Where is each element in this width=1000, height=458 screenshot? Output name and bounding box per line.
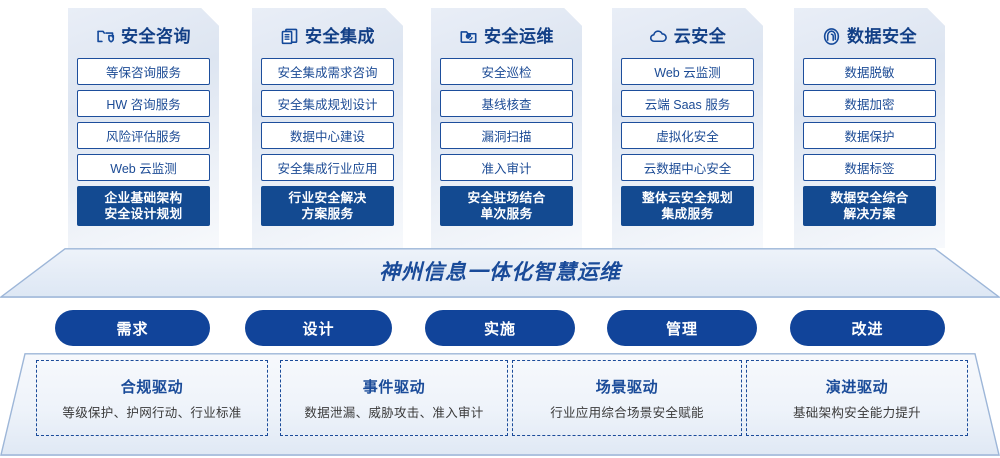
driver-box-4[interactable]: 演进驱动基础架构安全能力提升 xyxy=(746,360,968,436)
solution-badge-line: 集成服务 xyxy=(661,207,714,221)
driver-box-2[interactable]: 事件驱动数据泄漏、威胁攻击、准入审计 xyxy=(280,360,508,436)
column-solution-badge[interactable]: 行业安全解决方案服务 xyxy=(261,186,394,226)
drivers-trapezoid xyxy=(0,353,1000,456)
solution-badge-line: 单次服务 xyxy=(480,207,533,221)
driver-subtitle: 等级保护、护网行动、行业标准 xyxy=(62,405,242,420)
column-title: 安全咨询 xyxy=(121,26,191,46)
solution-badge-line: 整体云安全规划 xyxy=(642,191,733,205)
column-header: 数据安全 xyxy=(794,8,945,58)
column-title: 数据安全 xyxy=(847,26,917,46)
cloud-icon xyxy=(649,27,668,46)
service-item[interactable]: 数据中心建设 xyxy=(261,122,394,149)
service-item[interactable]: 风险评估服务 xyxy=(77,122,210,149)
service-item[interactable]: Web 云监测 xyxy=(621,58,754,85)
banner-title: 神州信息一体化智慧运维 xyxy=(379,261,621,284)
service-item[interactable]: 云数据中心安全 xyxy=(621,154,754,181)
driver-subtitle: 数据泄漏、威胁攻击、准入审计 xyxy=(304,405,484,420)
lifecycle-pill-4[interactable]: 管理 xyxy=(607,310,757,346)
column-item-list: 安全巡检基线核查漏洞扫描准入审计 xyxy=(431,58,582,181)
service-item[interactable]: 数据脱敏 xyxy=(803,58,936,85)
lifecycle-pill-5[interactable]: 改进 xyxy=(790,310,945,346)
column-solution-badge[interactable]: 安全驻场结合单次服务 xyxy=(440,186,573,226)
service-item[interactable]: 准入审计 xyxy=(440,154,573,181)
platform-banner: 神州信息一体化智慧运维 xyxy=(0,248,1000,298)
service-item[interactable]: 漏洞扫描 xyxy=(440,122,573,149)
lifecycle-pills: 需求设计实施管理改进 xyxy=(0,310,1000,348)
lifecycle-pill-1[interactable]: 需求 xyxy=(55,310,210,346)
solution-badge-line: 数据安全综合 xyxy=(830,191,909,205)
service-item[interactable]: 虚拟化安全 xyxy=(621,122,754,149)
service-item[interactable]: 云端 Saas 服务 xyxy=(621,90,754,117)
driver-title: 场景驱动 xyxy=(595,378,659,396)
solution-badge-line: 行业安全解决 xyxy=(288,191,367,205)
service-item[interactable]: 安全集成需求咨询 xyxy=(261,58,394,85)
column-item-list: Web 云监测云端 Saas 服务虚拟化安全云数据中心安全 xyxy=(612,58,763,181)
column-item-list: 等保咨询服务 HW 咨询服务风险评估服务 Web 云监测 xyxy=(68,58,219,181)
column-header: 安全咨询 xyxy=(68,8,219,58)
driver-box-3[interactable]: 场景驱动行业应用综合场景安全赋能 xyxy=(512,360,742,436)
solution-badge-line: 企业基础架构 xyxy=(104,191,183,205)
column-solution-badge[interactable]: 企业基础架构安全设计规划 xyxy=(77,186,210,226)
driver-title: 演进驱动 xyxy=(825,378,889,396)
service-item[interactable]: 安全集成规划设计 xyxy=(261,90,394,117)
driver-subtitle: 基础架构安全能力提升 xyxy=(792,405,921,420)
driver-box-1[interactable]: 合规驱动等级保护、护网行动、行业标准 xyxy=(36,360,268,436)
service-item[interactable]: 安全巡检 xyxy=(440,58,573,85)
driver-title: 事件驱动 xyxy=(362,378,426,396)
service-item[interactable]: 基线核查 xyxy=(440,90,573,117)
column-item-list: 安全集成需求咨询安全集成规划设计数据中心建设安全集成行业应用 xyxy=(252,58,403,181)
folder-shield-icon xyxy=(96,27,115,46)
column-title: 安全集成 xyxy=(305,26,375,46)
service-column-5: 数据安全数据脱敏数据加密数据保护数据标签数据安全综合解决方案 xyxy=(794,8,945,248)
column-solution-badge[interactable]: 数据安全综合解决方案 xyxy=(803,186,936,226)
service-item[interactable]: 等保咨询服务 xyxy=(77,58,210,85)
column-item-list: 数据脱敏数据加密数据保护数据标签 xyxy=(794,58,945,181)
drivers-section: 合规驱动等级保护、护网行动、行业标准事件驱动数据泄漏、威胁攻击、准入审计场景驱动… xyxy=(0,353,1000,456)
solution-badge-line: 安全驻场结合 xyxy=(467,191,546,205)
column-header: 云安全 xyxy=(612,8,763,58)
service-item[interactable]: HW 咨询服务 xyxy=(77,90,210,117)
service-item[interactable]: 数据加密 xyxy=(803,90,936,117)
lifecycle-pill-3[interactable]: 实施 xyxy=(425,310,575,346)
column-header: 安全运维 xyxy=(431,8,582,58)
solution-badge-line: 方案服务 xyxy=(301,207,354,221)
service-column-1: 安全咨询等保咨询服务 HW 咨询服务风险评估服务 Web 云监测企业基础架构安全设计… xyxy=(68,8,219,248)
drivers-outline xyxy=(0,353,1000,456)
service-item[interactable]: 数据标签 xyxy=(803,154,936,181)
column-solution-badge[interactable]: 整体云安全规划集成服务 xyxy=(621,186,754,226)
documents-stack-icon xyxy=(280,27,299,46)
service-item[interactable]: Web 云监测 xyxy=(77,154,210,181)
service-item[interactable]: 数据保护 xyxy=(803,122,936,149)
fingerprint-icon xyxy=(822,27,841,46)
driver-subtitle: 行业应用综合场景安全赋能 xyxy=(550,405,704,420)
driver-boxes: 合规驱动等级保护、护网行动、行业标准事件驱动数据泄漏、威胁攻击、准入审计场景驱动… xyxy=(0,353,1000,456)
column-header: 安全集成 xyxy=(252,8,403,58)
service-column-3: 安全运维安全巡检基线核查漏洞扫描准入审计安全驻场结合单次服务 xyxy=(431,8,582,248)
column-title: 安全运维 xyxy=(484,26,554,46)
driver-title: 合规驱动 xyxy=(120,378,184,396)
folder-chart-icon xyxy=(459,27,478,46)
lifecycle-pill-2[interactable]: 设计 xyxy=(245,310,392,346)
service-column-4: 云安全 Web 云监测云端 Saas 服务虚拟化安全云数据中心安全整体云安全规划集… xyxy=(612,8,763,248)
solution-badge-line: 安全设计规划 xyxy=(104,207,183,221)
service-item[interactable]: 安全集成行业应用 xyxy=(261,154,394,181)
column-title: 云安全 xyxy=(673,26,727,46)
service-column-2: 安全集成安全集成需求咨询安全集成规划设计数据中心建设安全集成行业应用行业安全解决… xyxy=(252,8,403,248)
service-columns: 安全咨询等保咨询服务 HW 咨询服务风险评估服务 Web 云监测企业基础架构安全设计… xyxy=(0,0,1000,252)
solution-badge-line: 解决方案 xyxy=(843,207,896,221)
